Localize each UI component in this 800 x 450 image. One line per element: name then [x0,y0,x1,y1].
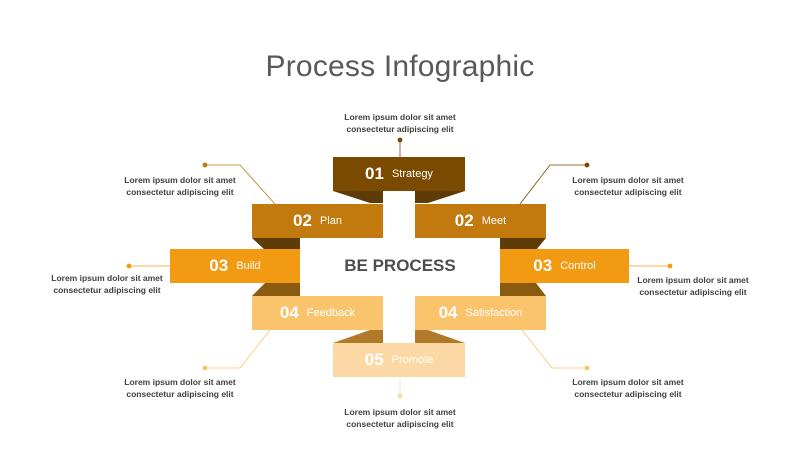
step-label: Satisfaction [465,307,523,319]
desc-line-2: consectetur adipiscing elit [126,389,234,399]
step-number: 02 [293,211,312,230]
step-control: 03 Control [500,249,629,283]
desc-satisfaction: Lorem ipsum dolor sit amet consectetur a… [543,376,713,400]
step-number: 04 [279,303,299,322]
step-strategy: 01 Strategy [333,157,465,191]
desc-line-2: consectetur adipiscing elit [126,187,234,197]
dot-strategy [397,137,403,143]
dot-plan [202,162,208,168]
desc-line-1: Lorem ipsum dolor sit amet [344,407,456,417]
step-satisfaction: 04 Satisfaction [415,296,546,330]
fold-control-satisfaction [500,283,546,296]
connector-satisfaction [521,329,587,369]
dot-build [126,263,132,269]
step-label: Feedback [306,307,356,319]
desc-line-1: Lorem ipsum dolor sit amet [51,273,163,283]
dot-satisfaction [584,365,590,371]
step-number: 05 [364,350,384,369]
step-number: 04 [438,303,458,322]
desc-build: Lorem ipsum dolor sit amet consectetur a… [22,272,192,296]
step-label: Control [560,260,596,272]
step-label: Meet [481,215,507,227]
fold-strategy-meet [415,191,465,203]
desc-line-1: Lorem ipsum dolor sit amet [572,377,684,387]
desc-line-1: Lorem ipsum dolor sit amet [637,275,749,285]
step-label: Plan [319,215,342,227]
dot-control [667,263,673,269]
connector-feedback [205,329,271,369]
step-meet: 02 Meet [415,204,546,238]
dot-meet [584,162,590,168]
desc-line-2: consectetur adipiscing elit [53,285,161,295]
step-number: 01 [365,164,384,183]
desc-meet: Lorem ipsum dolor sit amet consectetur a… [543,174,713,198]
step-build: 03 Build [170,249,300,283]
desc-line-1: Lorem ipsum dolor sit amet [124,377,236,387]
dot-promote [397,393,403,399]
desc-line-2: consectetur adipiscing elit [639,287,747,297]
desc-line-1: Lorem ipsum dolor sit amet [572,175,684,185]
connector-meet [519,164,587,205]
desc-promote: Lorem ipsum dolor sit amet consectetur a… [315,406,485,430]
step-plan: 02 Plan [252,204,383,238]
desc-line-2: consectetur adipiscing elit [574,389,682,399]
desc-line-2: consectetur adipiscing elit [346,124,454,134]
desc-line-2: consectetur adipiscing elit [346,419,454,429]
fold-feedback-promote [333,330,383,343]
step-number: 03 [209,256,229,275]
step-label: Promote [391,354,434,366]
step-label: Strategy [391,168,433,180]
page-title: Process Infographic [265,50,535,83]
fold-build-feedback [252,283,300,296]
center-label: BE PROCESS [344,256,456,275]
step-number: 03 [533,256,553,275]
fold-satisfaction-promote [415,330,465,343]
step-promote: 05 Promote [333,343,465,377]
fold-plan-build [252,238,300,250]
desc-control: Lorem ipsum dolor sit amet consectetur a… [608,274,778,298]
desc-line-1: Lorem ipsum dolor sit amet [344,112,456,122]
step-feedback: 04 Feedback [252,296,383,330]
fold-strategy-plan [333,191,383,203]
fold-meet-control [500,238,546,250]
connector-plan [205,164,276,205]
desc-plan: Lorem ipsum dolor sit amet consectetur a… [95,174,265,198]
dot-feedback [202,365,208,371]
desc-line-2: consectetur adipiscing elit [574,187,682,197]
desc-line-1: Lorem ipsum dolor sit amet [124,175,236,185]
step-number: 02 [454,211,474,230]
desc-strategy: Lorem ipsum dolor sit amet consectetur a… [315,111,485,135]
step-label: Build [236,260,261,272]
desc-feedback: Lorem ipsum dolor sit amet consectetur a… [95,376,265,400]
